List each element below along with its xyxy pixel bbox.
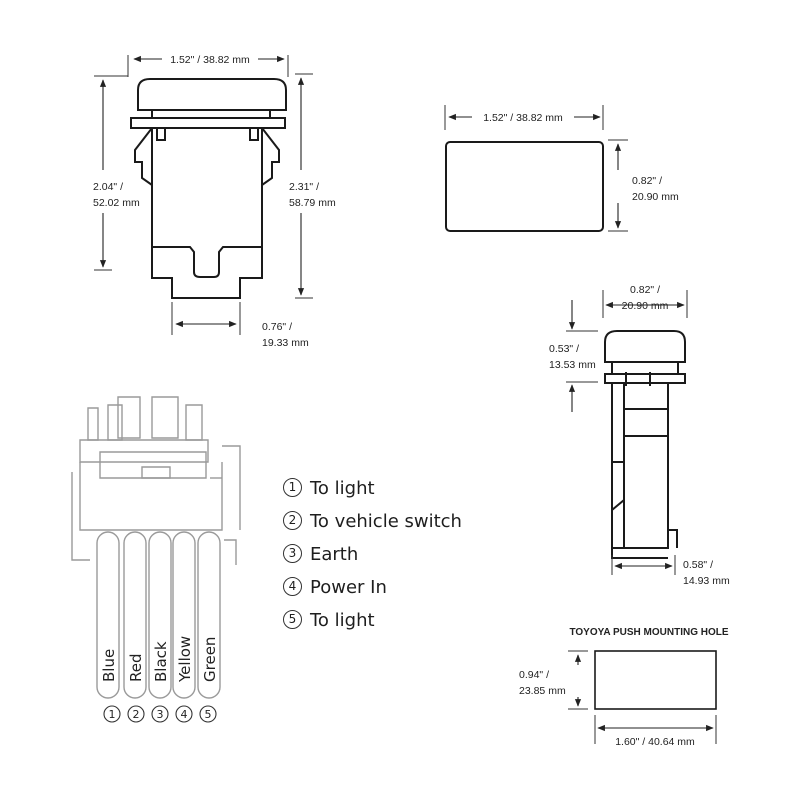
- bottom-width-label-1: 0.76" /: [262, 321, 292, 333]
- wire-number-3: 3: [157, 708, 164, 721]
- face-height-label-2: 20.90 mm: [632, 191, 679, 203]
- side-cap-label-1: 0.53" /: [549, 343, 579, 355]
- legend-number: 2: [283, 511, 302, 530]
- face-arrows: [448, 113, 622, 229]
- face-dimension-lines: [444, 105, 628, 232]
- legend-label: To vehicle switch: [310, 511, 462, 532]
- mounting-hole-rect: [594, 650, 717, 710]
- wire-labels: Blue Red Black Yellow Green: [100, 636, 219, 683]
- side-bottom-label-2: 14.93 mm: [683, 575, 730, 587]
- legend-label: To light: [310, 610, 375, 631]
- side-view: [604, 330, 686, 559]
- wire-number-4: 4: [181, 708, 188, 721]
- wire-number-5: 5: [205, 708, 212, 721]
- legend-number: 5: [283, 610, 302, 629]
- side-arrows: [568, 300, 685, 570]
- legend-item: 2 To vehicle switch: [283, 509, 462, 542]
- hole-arrows: [574, 654, 714, 732]
- side-dimension-lines: [566, 290, 688, 575]
- legend-item: 4 Power In: [283, 575, 462, 608]
- side-bottom-label-1: 0.58" /: [683, 559, 713, 571]
- hole-dimension-lines: [568, 650, 717, 744]
- wire-label-red: Red: [127, 654, 145, 683]
- legend-number: 4: [283, 577, 302, 596]
- wire-label-black: Black: [152, 641, 170, 682]
- front-height-a-label-2: 52.02 mm: [93, 197, 140, 209]
- face-height-label-1: 0.82" /: [632, 175, 662, 187]
- wire-black: [148, 531, 172, 699]
- legend-label: Earth: [310, 544, 359, 565]
- hole-height-label-1: 0.94" /: [519, 669, 549, 681]
- wire-yellow: [172, 531, 196, 699]
- front-height-b-label-1: 2.31" /: [289, 181, 319, 193]
- front-height-a-label-1: 2.04" /: [93, 181, 123, 193]
- front-dimension-lines: [94, 55, 313, 335]
- front-arrows: [99, 55, 305, 328]
- wires: [96, 531, 221, 699]
- side-width-label-1: 0.82" /: [630, 284, 660, 296]
- legend-label: Power In: [310, 577, 387, 598]
- wire-red: [123, 531, 147, 699]
- hole-title: TOYOYA PUSH MOUNTING HOLE: [569, 627, 728, 638]
- top-width-label: 1.52" / 38.82 mm: [170, 54, 250, 66]
- pin-legend: 1 To light 2 To vehicle switch 3 Earth 4 Pow…: [283, 476, 462, 641]
- front-height-b-label-2: 58.79 mm: [289, 197, 336, 209]
- front-view: [130, 78, 287, 299]
- legend-label: To light: [310, 478, 375, 499]
- wire-blue: [96, 531, 120, 699]
- wire-numbers: [103, 705, 217, 723]
- face-view-rect: [445, 141, 604, 232]
- legend-item: 3 Earth: [283, 542, 462, 575]
- connector-housing: [71, 396, 241, 565]
- bottom-width-label-2: 19.33 mm: [262, 337, 309, 349]
- wire-number-1: 1: [109, 708, 116, 721]
- wire-label-green: Green: [201, 637, 219, 682]
- wire-number-2: 2: [133, 708, 140, 721]
- side-width-label-2: 20.90 mm: [622, 300, 669, 312]
- side-cap-label-2: 13.53 mm: [549, 359, 596, 371]
- legend-item: 5 To light: [283, 608, 462, 641]
- hole-height-label-2: 23.85 mm: [519, 685, 566, 697]
- hole-width-label: 1.60" / 40.64 mm: [615, 736, 695, 748]
- face-width-label: 1.52" / 38.82 mm: [483, 112, 563, 124]
- legend-item: 1 To light: [283, 476, 462, 509]
- legend-number: 3: [283, 544, 302, 563]
- wire-label-yellow: Yellow: [176, 636, 194, 683]
- wire-green: [197, 531, 221, 699]
- legend-number: 1: [283, 478, 302, 497]
- wire-label-blue: Blue: [100, 649, 118, 682]
